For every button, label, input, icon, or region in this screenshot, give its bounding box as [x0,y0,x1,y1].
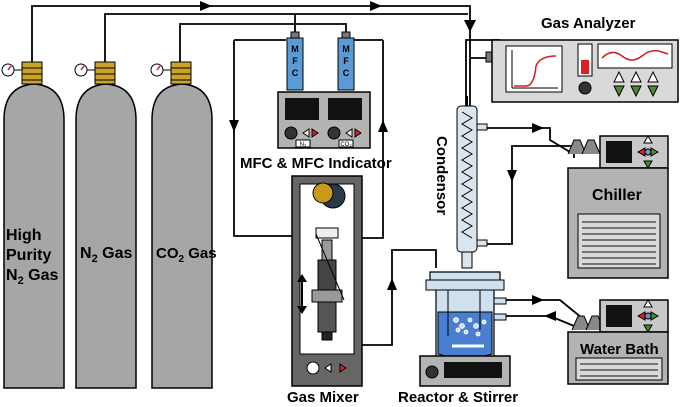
triangle-button-icon [613,85,625,98]
triangle-button-icon [630,85,642,98]
condensor-to-analyzer-line [465,39,500,110]
svg-text:M: M [291,44,299,54]
n2-purge-line [31,5,486,62]
flow-arrow-icon [200,1,556,321]
cylinder-label-line2: Purity [6,247,51,264]
n2-gas-line [104,13,468,62]
pressure-gauge-icon [150,63,164,77]
valve-icon [94,61,116,85]
cylinder-label-line3: N2 Gas [6,267,58,287]
mfc-unit-1: M F C [286,31,304,91]
svg-text:N₂: N₂ [300,142,307,148]
triangle-button-icon [354,128,362,138]
double-arrow-icon [297,274,307,314]
valve-icon [21,61,43,85]
waterbath-supply-line [506,299,583,319]
chiller-label: Chiller [592,187,642,204]
mfc-label: MFC & MFC Indicator [240,155,392,172]
knob-icon [425,365,439,379]
mixer-to-reactor-line [340,249,437,346]
condensor [456,96,488,269]
pressure-gauge-icon [74,63,88,77]
triangle-button-icon [613,70,625,83]
triangle-button-icon [339,363,347,373]
knob-icon [327,126,341,140]
triangle-button-icon [643,298,653,308]
water-bath [567,298,669,385]
triangle-button-icon [302,128,310,138]
svg-text:C: C [343,68,350,78]
knob-icon [306,361,320,375]
mfc-bypass-line [233,40,300,237]
svg-text:CO₂: CO₂ [340,142,352,148]
triangle-button-icon [643,324,653,334]
cylinder-co2: CO2 Gas [150,61,217,389]
chiller-supply-line [484,127,571,153]
cylinder-n2: N2 Gas [74,61,137,389]
chiller [567,134,669,279]
triangle-button-icon [643,134,653,144]
mfc-unit-2: M F C [337,31,355,91]
knob-icon [284,126,298,140]
svg-text:M: M [342,44,350,54]
cylinder-label-line1: High [6,227,42,244]
triangle-button-icon [311,128,319,138]
cylinder-label-n2: N2 Gas [80,245,132,265]
cylinder-high-purity-n2: High Purity N2 Gas [1,61,65,389]
gas-mixer-label: Gas Mixer [287,389,359,406]
reactor [419,271,511,387]
condensor-label: Condensor [433,136,450,215]
pressure-gauge-icon [1,63,15,77]
gas-analyzer-label: Gas Analyzer [541,15,636,32]
waterbath-return-line [506,315,575,327]
gas-analyzer [485,39,679,103]
water-bath-label: Water Bath [580,341,659,358]
cylinder-label-co2: CO2 Gas [156,245,217,265]
svg-text:C: C [292,68,299,78]
svg-text:F: F [292,56,298,66]
triangle-button-icon [345,128,353,138]
gas-mixer [291,175,363,387]
triangle-button-icon [647,85,659,98]
triangle-button-icon [630,70,642,83]
mfc-indicator: N₂ CO₂ [277,91,371,149]
triangle-button-icon [324,363,332,373]
svg-text:F: F [343,56,349,66]
reactor-label: Reactor & Stirrer [398,389,518,406]
triangle-button-icon [643,160,653,170]
knob-icon [578,81,592,95]
triangle-button-icon [647,70,659,83]
co2-gas-line [179,23,347,62]
valve-icon [170,61,192,85]
chiller-return-line [484,145,575,245]
